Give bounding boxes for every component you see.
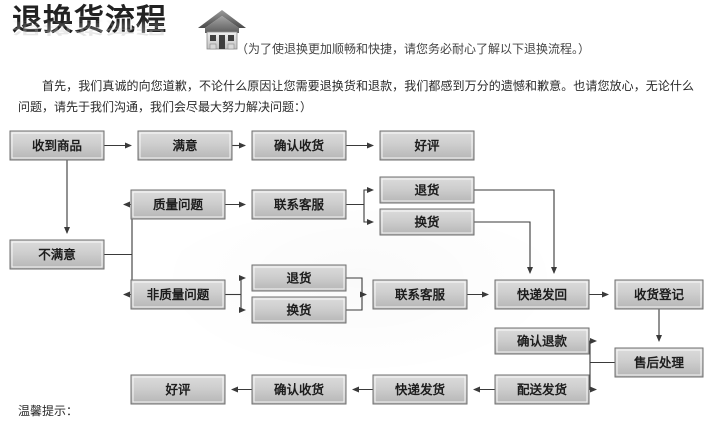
flow-node-label: 售后处理	[634, 355, 685, 370]
page-title: 退换货流程	[12, 3, 167, 38]
flowchart-edges	[64, 142, 662, 393]
flow-edge	[474, 189, 557, 274]
flow-node-label: 快递发货	[395, 382, 446, 397]
flow-node: 好评	[130, 374, 226, 405]
flow-edge	[474, 221, 533, 274]
flow-edge	[589, 362, 597, 393]
flow-node-label: 快递发回	[517, 287, 567, 302]
flow-node-label: 收到商品	[32, 138, 82, 153]
flowchart-nodes: 收到商品满意确认收货好评质量问题联系客服退货换货不满意非质量问题退货换货联系客服…	[9, 130, 704, 405]
intro-paragraph: 首先，我们真诚的向您道歉，不论什么原因让您需要退换货和退款，我们都感到万分的遗憾…	[18, 79, 694, 114]
flow-node-label: 换货	[286, 303, 312, 318]
flow-node-label: 退货	[286, 271, 312, 286]
flow-node: 退货	[251, 264, 347, 292]
flow-node: 好评	[379, 130, 475, 161]
flow-node: 换货	[251, 296, 347, 324]
flow-node-label: 联系客服	[395, 287, 446, 302]
flow-node-label: 非质量问题	[147, 287, 210, 302]
flow-edge	[346, 277, 363, 295]
flow-edge	[363, 187, 374, 205]
house-icon	[198, 10, 246, 50]
flow-node: 联系客服	[251, 189, 347, 220]
flow-node-label: 换货	[414, 215, 440, 230]
flow-node: 快递发回	[494, 279, 590, 310]
flow-edge	[239, 294, 246, 313]
flow-node: 换货	[379, 208, 475, 236]
flow-node: 非质量问题	[130, 279, 226, 310]
flow-edge	[589, 338, 597, 363]
flow-edge	[363, 204, 374, 225]
flow-node-label: 不满意	[38, 247, 76, 262]
flow-edge	[239, 275, 246, 295]
flow-node-label: 退货	[414, 183, 440, 198]
flow-edge	[346, 294, 363, 311]
flow-node-label: 收货登记	[634, 287, 685, 302]
page-header: 退换货流程 退换货流程	[0, 0, 711, 68]
flow-node-label: 质量问题	[153, 197, 204, 212]
title-block: 退换货流程 退换货流程	[12, 4, 167, 70]
flow-node: 售后处理	[614, 347, 704, 378]
flow-node-label: 配送发货	[517, 382, 568, 397]
flow-node: 确认退款	[494, 327, 590, 355]
flow-node-label: 确认收货	[274, 382, 325, 397]
flow-node: 确认收货	[251, 130, 347, 161]
flow-node-label: 确认收货	[274, 138, 325, 153]
flow-node-label: 确认退款	[517, 334, 568, 349]
flow-node: 快递发货	[372, 374, 468, 405]
flow-node: 配送发货	[494, 374, 590, 405]
header-subtitle: （为了使退换更加顺畅和快捷，请您务必耐心了解以下退换流程。）	[236, 42, 591, 56]
flow-node: 联系客服	[372, 279, 468, 310]
flow-node-label: 好评	[164, 382, 191, 397]
flow-node: 收到商品	[9, 130, 105, 161]
flow-node: 满意	[137, 130, 233, 161]
flow-node-label: 联系客服	[274, 197, 325, 212]
flow-node: 收货登记	[614, 279, 704, 310]
flow-node-label: 满意	[172, 138, 197, 153]
flow-node: 退货	[379, 176, 475, 204]
flow-node: 质量问题	[130, 189, 226, 220]
flow-node-label: 好评	[413, 138, 440, 153]
flow-node: 确认收货	[251, 374, 347, 405]
footer-note: 温馨提示：	[18, 404, 79, 418]
flow-node: 不满意	[9, 239, 105, 270]
